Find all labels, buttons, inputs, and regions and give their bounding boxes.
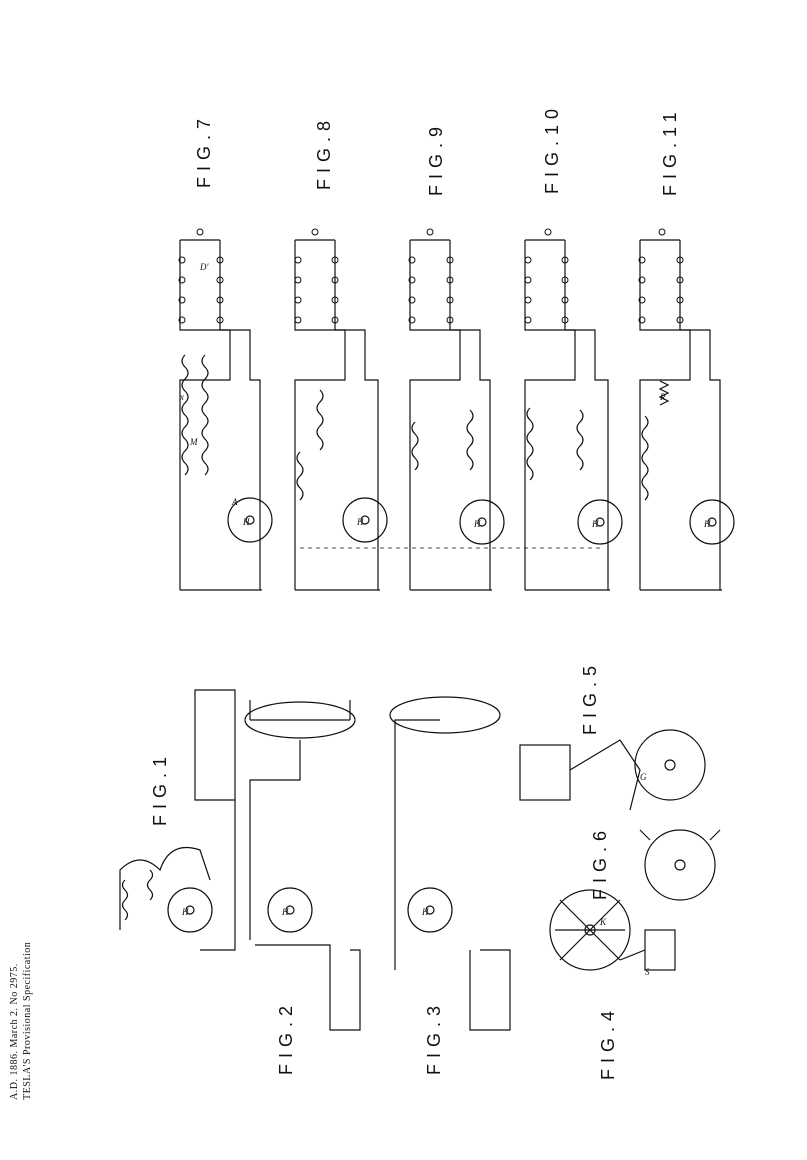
fig10-diagram [524,239,623,591]
lamp-chains [178,228,684,324]
fig7-diagram [179,239,273,591]
letter-G-fig5: G [640,772,647,782]
fig1-diagram [119,689,236,951]
letter-H-fig7: H [242,517,250,527]
fig11-diagram [639,239,735,591]
letter-H-fig8: H [356,517,364,527]
letter-D1-fig7: D' [199,262,209,272]
fig6-diagram [639,829,721,901]
fig4-diagram [549,889,676,971]
letter-H-fig11: H [703,519,711,529]
letter-M-fig7: M [189,437,198,447]
fig2-diagram [244,700,361,1031]
letter-K-fig4: K [599,917,607,927]
fig3-diagram [389,696,511,1031]
letter-H-fig9: H [473,519,481,529]
letter-S-fig4: S [645,967,650,977]
fig5-diagram [519,729,706,811]
letter-annotations: H A M D' x H H H H R H H H S K G [179,262,711,977]
letter-R-fig11: R [659,392,666,402]
letter-H-fig2: H [281,907,289,917]
letter-A-fig7: A [231,497,238,507]
letter-H-fig3: H [421,907,429,917]
fig7-coil [181,354,189,476]
letter-x-fig7: x [179,392,184,402]
letter-H-fig10: H [591,519,599,529]
fig8-diagram [294,239,388,591]
fig9-diagram [409,239,505,591]
letter-H-fig1: H [181,907,189,917]
